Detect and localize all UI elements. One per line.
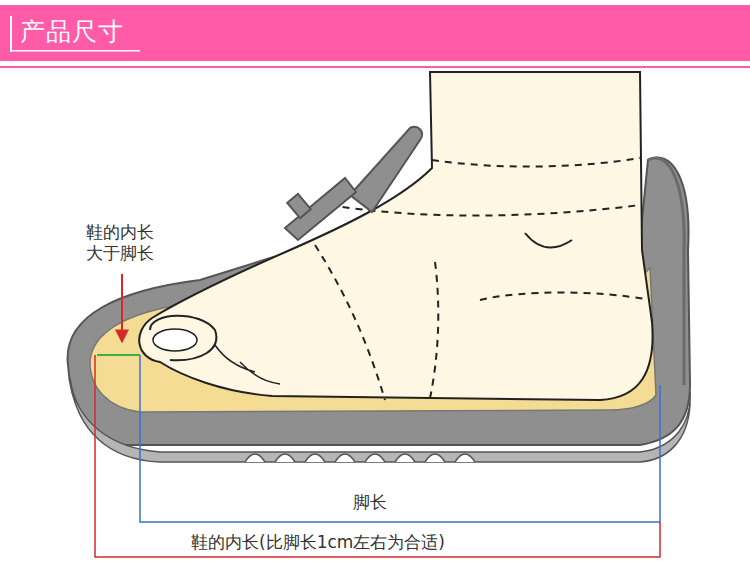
- toe-nail: [153, 329, 197, 351]
- header-rule: [0, 66, 750, 68]
- sole-tread: [275, 454, 295, 462]
- callout-note: 鞋的内长 大于脚长: [83, 222, 157, 264]
- foot-length-bracket: [140, 355, 660, 522]
- sole-tread: [455, 454, 475, 462]
- foot: [139, 72, 652, 400]
- dimension-label: 鞋的内长(比脚长1cm左右为合适): [187, 532, 449, 553]
- sock-line: [430, 262, 438, 398]
- pointer-arrow: [121, 274, 123, 342]
- sole-tread: [305, 454, 325, 462]
- page-title: 产品尺寸: [20, 17, 124, 47]
- sock-line: [480, 293, 650, 301]
- big-toe: [150, 316, 216, 360]
- sole-tread: [365, 454, 385, 462]
- shoe-strap: [350, 127, 422, 212]
- dimension-label: 脚长: [349, 492, 391, 513]
- header-underline: [10, 50, 140, 52]
- sole-tread: [425, 454, 445, 462]
- sole-tread: [245, 454, 265, 462]
- toe-gap-line: [97, 354, 140, 356]
- header-bar: [10, 16, 12, 52]
- sole-tread: [395, 454, 415, 462]
- sock-line: [432, 158, 640, 167]
- shoe-length-bracket: [95, 355, 660, 557]
- buckle: [287, 194, 311, 218]
- heel-counter: [648, 158, 684, 385]
- shoe-strap: [285, 178, 356, 240]
- small-toes: [215, 345, 280, 384]
- sock-line: [315, 245, 385, 400]
- sole-tread: [335, 454, 355, 462]
- ankle-bone: [525, 233, 572, 248]
- header-band: [0, 5, 750, 61]
